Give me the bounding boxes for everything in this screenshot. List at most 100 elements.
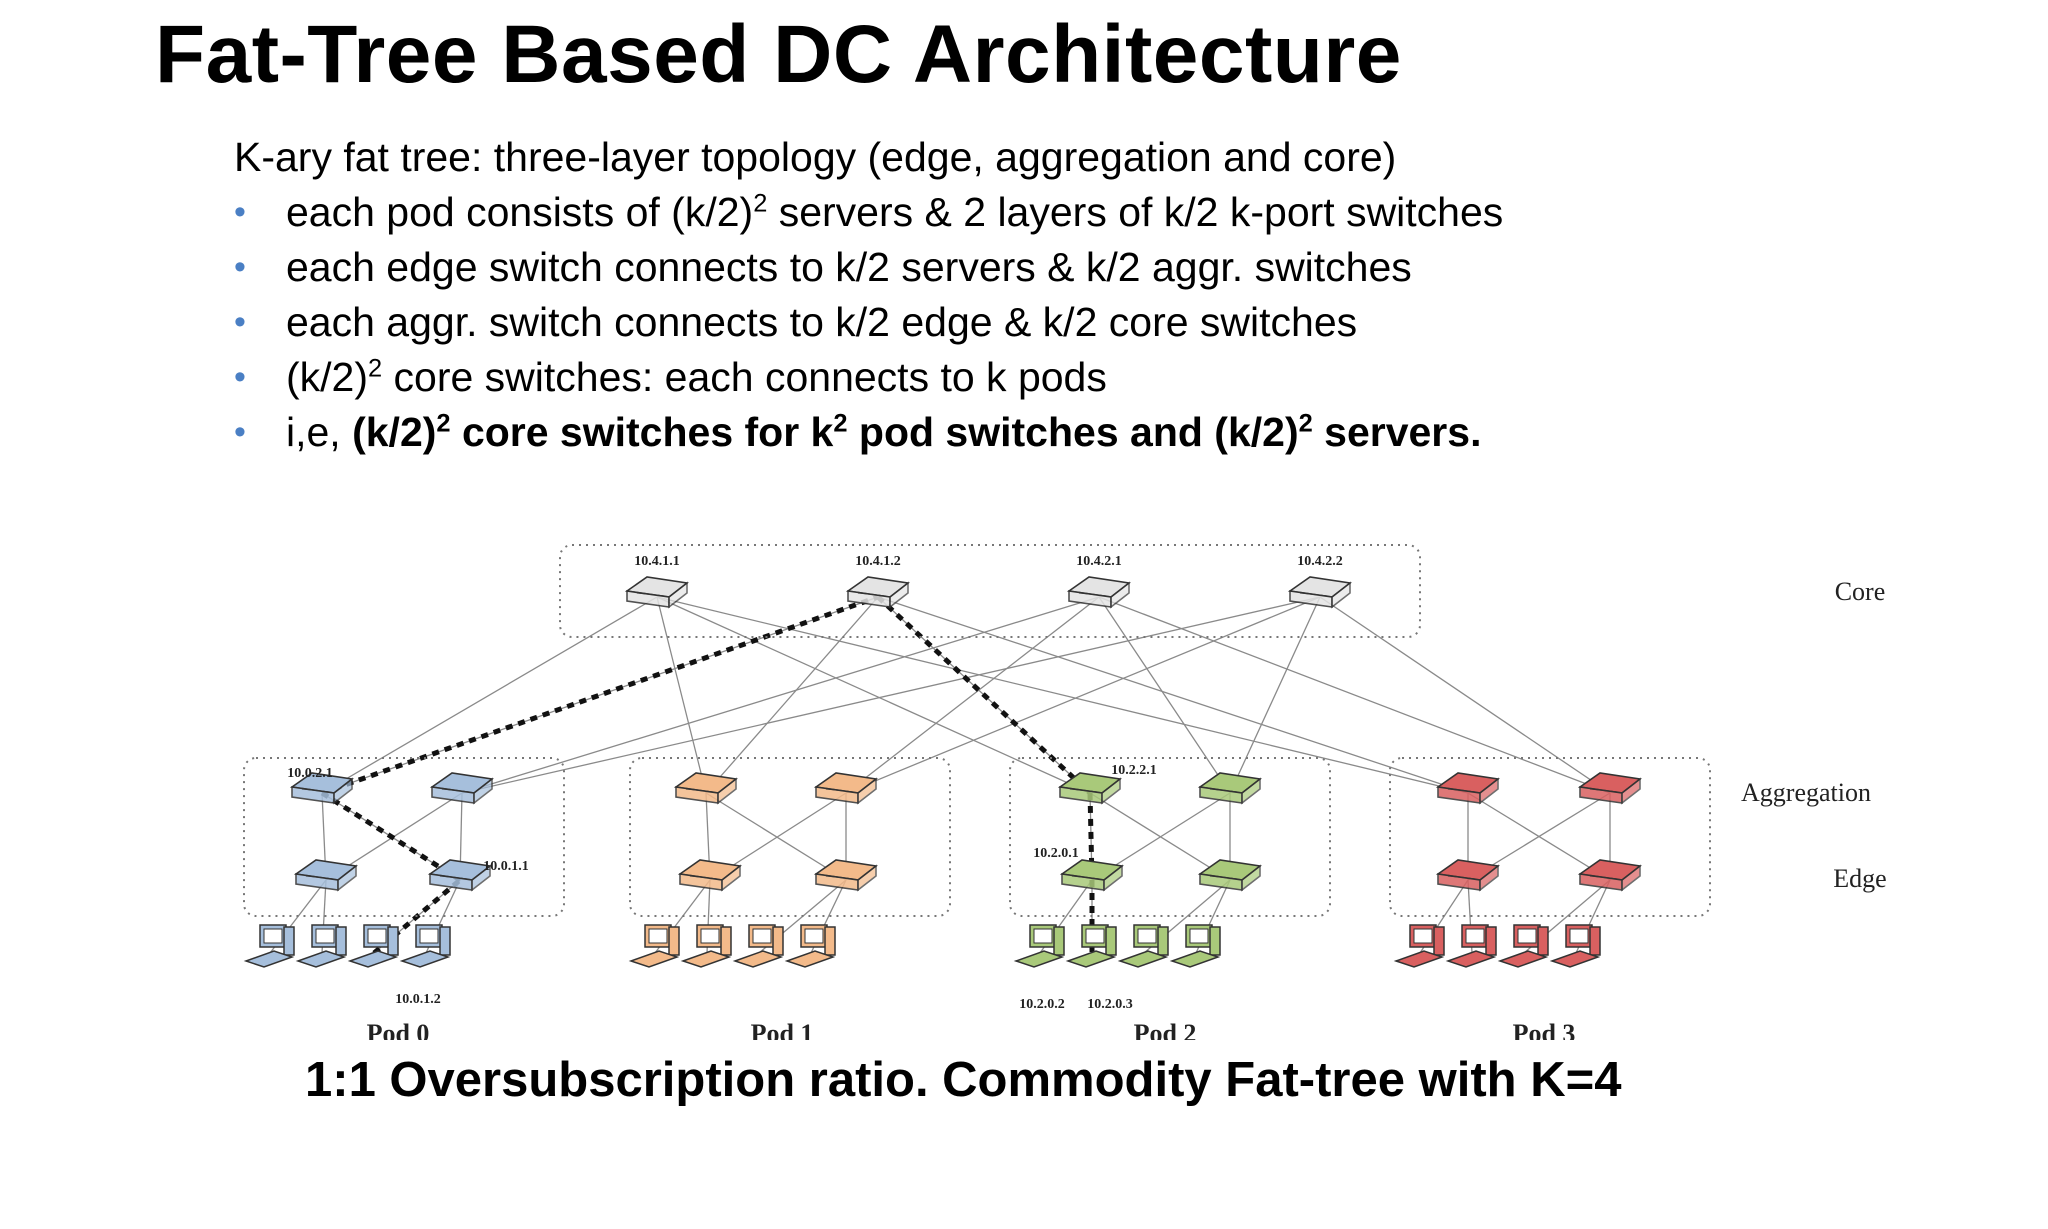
switch-side: [1621, 864, 1641, 892]
aggregation-switch-icon: [813, 772, 878, 805]
bullet-list: K-ary fat tree: three-layer topology (ed…: [234, 130, 1503, 460]
host-tower: [1589, 926, 1601, 956]
server-icon: [732, 924, 784, 968]
core-address-label: 10.4.2.1: [1076, 554, 1122, 569]
host-tower: [283, 926, 295, 956]
host-keyboard: [399, 950, 451, 968]
core-group-box: [559, 544, 1421, 638]
switch-side: [721, 864, 741, 892]
address-label: 10.2.0.1: [1033, 846, 1079, 861]
address-label: 10.0.1.2: [395, 992, 441, 1007]
server-icon: [1393, 924, 1445, 968]
switch-side: [1479, 777, 1499, 805]
host-screen: [315, 928, 335, 944]
host-tower: [1537, 926, 1549, 956]
server-icon: [399, 924, 451, 968]
host-tower: [1209, 926, 1221, 956]
core-aggr-link: [1229, 596, 1321, 794]
host-screen: [804, 928, 824, 944]
pod-label: Pod 2: [1134, 1019, 1197, 1040]
switch-side: [1241, 777, 1261, 805]
host-screen: [752, 928, 772, 944]
pod-box-1: [629, 757, 951, 917]
host-keyboard: [295, 950, 347, 968]
switch-side: [717, 777, 737, 805]
bullet-dot-icon: •: [234, 413, 246, 451]
switch-side: [889, 581, 909, 609]
bullet-item-edge: • each edge switch connects to k/2 serve…: [234, 240, 1503, 295]
slide-title: Fat-Tree Based DC Architecture: [155, 9, 1402, 100]
host-tower: [772, 926, 784, 956]
server-icon: [1013, 924, 1065, 968]
host-tower: [1157, 926, 1169, 956]
address-label: 10.0.1.1: [483, 859, 529, 874]
host-screen: [700, 928, 720, 944]
host-tower: [335, 926, 347, 956]
edge-switch-icon: [1435, 859, 1500, 892]
switch-side: [1103, 864, 1123, 892]
switch-side: [337, 864, 357, 892]
bullet-dot-icon: •: [234, 303, 246, 341]
host-screen: [419, 928, 439, 944]
server-icon: [628, 924, 680, 968]
server-icon: [243, 924, 295, 968]
bullet-item-aggr: • each aggr. switch connects to k/2 edge…: [234, 295, 1503, 350]
host-keyboard: [732, 950, 784, 968]
core-aggr-link: [1098, 596, 1231, 794]
switch-side: [857, 864, 877, 892]
bullet-dot-icon: •: [234, 193, 246, 231]
core-switch-icon: [845, 576, 910, 609]
core-aggr-link: [705, 596, 879, 794]
pod-box-0: [243, 757, 565, 917]
address-label: 10.0.2.1: [287, 766, 333, 781]
core-aggr-link: [845, 596, 1321, 794]
switch-side: [1479, 864, 1499, 892]
bullet-item-pod: • each pod consists of (k/2)2 servers & …: [234, 185, 1503, 240]
server-icon: [1065, 924, 1117, 968]
bullet-dot-icon: •: [234, 248, 246, 286]
core-aggr-link: [1098, 596, 1611, 794]
core-address-label: 10.4.1.2: [855, 554, 901, 569]
edge-switch-icon: [1059, 859, 1124, 892]
edge-switch-icon: [1577, 859, 1642, 892]
server-icon: [1445, 924, 1497, 968]
host-screen: [1137, 928, 1157, 944]
host-keyboard: [784, 950, 836, 968]
intro-line: K-ary fat tree: three-layer topology (ed…: [234, 134, 1397, 180]
pod-label: Pod 0: [367, 1019, 430, 1040]
switch-side: [1331, 581, 1351, 609]
core-aggr-link: [656, 596, 707, 794]
host-tower: [1485, 926, 1497, 956]
edge-switch-icon: [427, 859, 492, 892]
host-keyboard: [1549, 950, 1601, 968]
core-aggr-link: [1319, 596, 1611, 794]
bullet-item-core: • (k/2)2 core switches: each connects to…: [234, 350, 1503, 405]
host-screen: [1465, 928, 1485, 944]
aggregation-switch-icon: [429, 772, 494, 805]
host-tower: [720, 926, 732, 956]
switch-side: [1101, 777, 1121, 805]
host-screen: [1085, 928, 1105, 944]
host-screen: [1033, 928, 1053, 944]
host-screen: [367, 928, 387, 944]
address-label: 10.2.0.2: [1019, 997, 1065, 1012]
aggregation-switch-icon: [673, 772, 738, 805]
host-keyboard: [1445, 950, 1497, 968]
host-keyboard: [347, 950, 399, 968]
core-aggr-link: [321, 596, 658, 794]
server-icon: [784, 924, 836, 968]
layer-label-core: Core: [1835, 577, 1886, 606]
switch-side: [1621, 777, 1641, 805]
host-keyboard: [1013, 950, 1065, 968]
address-label: 10.2.2.1: [1111, 763, 1157, 778]
switch-side: [668, 581, 688, 609]
highlighted-path-segment: [1087, 792, 1095, 881]
host-screen: [648, 928, 668, 944]
aggregation-switch-icon: [1197, 772, 1262, 805]
server-icon: [295, 924, 347, 968]
host-keyboard: [1497, 950, 1549, 968]
links-layer: [269, 596, 1611, 954]
layer-label-aggregation: Aggregation: [1741, 778, 1871, 807]
aggregation-switch-icon: [1435, 772, 1500, 805]
host-tower: [387, 926, 399, 956]
